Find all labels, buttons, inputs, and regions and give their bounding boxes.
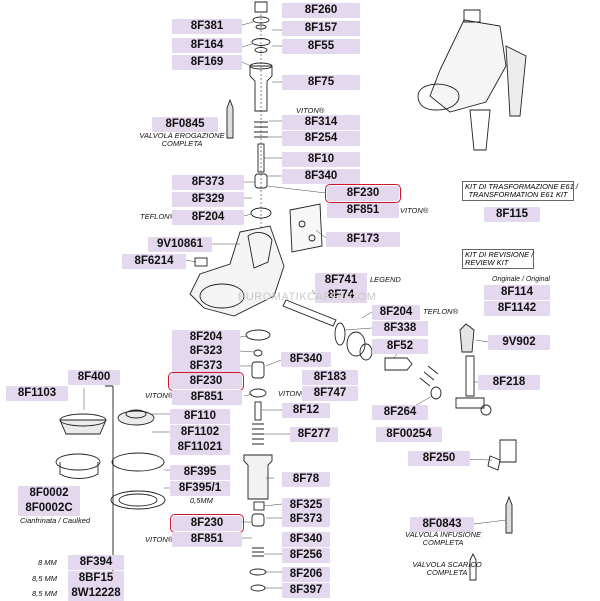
part-label-8f206: 8F206 (282, 567, 330, 582)
part-label-8f747: 8F747 (302, 386, 358, 401)
part-label-8f52: 8F52 (372, 339, 428, 354)
part-label-8f340-b: 8F340 (281, 352, 331, 367)
part-label-8f157: 8F157 (282, 21, 360, 36)
part-label-8f204-c: 8F204 (172, 330, 240, 345)
note-viton-2: VITON® (400, 206, 429, 215)
part-label-8f110: 8F110 (170, 409, 230, 424)
part-label-9v10861: 9V10861 (148, 237, 212, 252)
note-originale: Originale / Original (492, 276, 550, 283)
note-valvola-scarico: VALVOLA SCARICO COMPLETA (412, 560, 482, 577)
part-label-8f256: 8F256 (282, 548, 330, 563)
part-label-8f204-b: 8F204 (372, 305, 420, 320)
watermark-text: EUROMATIKCAFFE.COM (238, 291, 377, 303)
part-label-8f74: 8F74 (315, 288, 367, 303)
part-label-8f400: 8F400 (68, 370, 120, 385)
part-label-8f254: 8F254 (282, 131, 360, 146)
part-label-8f1142: 8F1142 (484, 301, 550, 316)
note-05mm: 0,5MM (190, 496, 213, 505)
part-label-8f338: 8F338 (372, 321, 428, 336)
note-valvola-infusione: VALVOLA INFUSIONE COMPLETA (405, 530, 481, 547)
part-label-8f0843: 8F0843 (410, 517, 474, 532)
part-label-8f1103: 8F1103 (6, 386, 68, 401)
part-label-8f741: 8F741 (315, 273, 367, 288)
part-label-8f0002c: 8F0002C (18, 501, 80, 516)
part-label-8f164: 8F164 (172, 38, 242, 53)
part-label-8f394: 8F394 (68, 555, 124, 570)
part-label-8f204-a: 8F204 (172, 210, 244, 225)
part-label-8f173: 8F173 (326, 232, 400, 247)
part-label-8f115: 8F115 (484, 207, 540, 222)
part-label-8f373-a: 8F373 (172, 175, 244, 190)
part-label-8f264: 8F264 (372, 405, 428, 420)
part-label-8f277: 8F277 (290, 427, 338, 442)
note-legend: LEGEND (370, 275, 401, 284)
part-label-8f0002: 8F0002 (18, 486, 80, 501)
note-valvola-erogazione: VALVOLA EROGAZIONE COMPLETA (139, 131, 225, 148)
part-label-8f340-a: 8F340 (282, 169, 360, 184)
note-8mm: 8 MM (38, 558, 57, 567)
part-label-8f397: 8F397 (282, 583, 330, 598)
part-label-8f395-1: 8F395/1 (170, 481, 230, 496)
part-label-8f230-c-highlighted: 8F230 (170, 514, 244, 533)
part-label-8f373-b: 8F373 (172, 359, 240, 374)
part-label-8w12228: 8W12228 (68, 586, 124, 601)
note-85mm-a: 8,5 MM (32, 574, 58, 583)
note-viton-5: VITON® (145, 535, 174, 544)
part-label-8f183: 8F183 (302, 370, 358, 385)
part-label-8f6214: 8F6214 (122, 254, 186, 269)
note-cianfrinata: Cianfrinata / Caulked (20, 516, 91, 525)
part-label-8f230-b-highlighted: 8F230 (168, 372, 244, 391)
note-viton-4: VITON® (278, 389, 307, 398)
part-label-8f00254: 8F00254 (376, 427, 442, 442)
note-teflon-1: TEFLON® (140, 212, 176, 221)
part-label-8f325: 8F325 (282, 498, 330, 513)
part-label-8f851-a: 8F851 (327, 203, 399, 218)
part-label-8f340-c: 8F340 (282, 532, 330, 547)
part-label-8f169: 8F169 (172, 55, 242, 70)
kit-transformation-box: KIT DI TRASFORMAZIONE E61 / TRANSFORMATI… (462, 181, 578, 201)
part-label-8f218: 8F218 (478, 375, 540, 390)
part-label-8f851-c: 8F851 (172, 532, 242, 547)
part-label-8f314: 8F314 (282, 115, 360, 130)
part-label-8f75: 8F75 (282, 75, 360, 90)
note-viton-3: VITON® (145, 391, 174, 400)
note-85mm-b: 8,5 MM (32, 589, 58, 598)
note-teflon-2: TEFLON® (423, 307, 459, 316)
part-label-8f0845: 8F0845 (152, 117, 218, 132)
part-label-8f1102: 8F1102 (170, 425, 230, 440)
part-label-8f373-c: 8F373 (282, 512, 330, 527)
part-label-8f395: 8F395 (170, 465, 230, 480)
part-label-8f114: 8F114 (484, 285, 550, 300)
part-label-8f851-b: 8F851 (172, 390, 242, 405)
part-label-8f250: 8F250 (408, 451, 470, 466)
part-label-9v902: 9V902 (488, 335, 550, 350)
part-label-8bf15: 8BF15 (68, 571, 124, 586)
part-label-8f12: 8F12 (282, 403, 330, 418)
part-label-8f78: 8F78 (282, 472, 330, 487)
part-label-8f10: 8F10 (282, 152, 360, 167)
part-label-8f260: 8F260 (282, 3, 360, 18)
part-label-8f329: 8F329 (172, 192, 244, 207)
part-label-8f381: 8F381 (172, 19, 242, 34)
part-label-8f230-a-highlighted: 8F230 (325, 184, 401, 203)
part-label-8f55: 8F55 (282, 39, 360, 54)
part-label-8f323: 8F323 (172, 344, 240, 359)
note-viton-1: VITON® (296, 106, 325, 115)
part-label-8f11021: 8F11021 (170, 440, 230, 455)
kit-review-box: KIT DI REVISIONE / REVIEW KIT (462, 249, 534, 269)
